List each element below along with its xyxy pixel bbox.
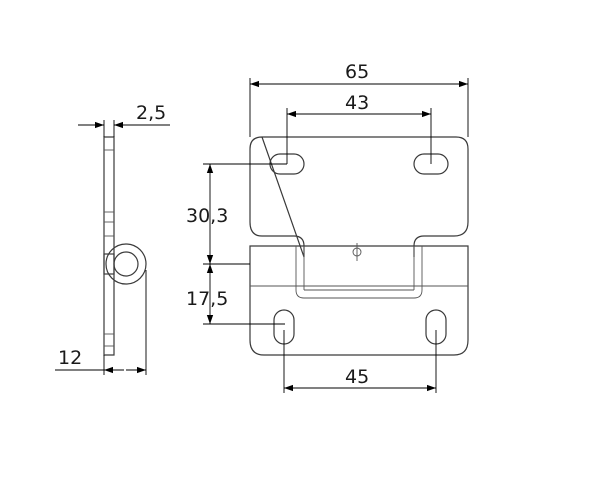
side-view-plate: [103, 136, 115, 356]
pin-hole: [352, 243, 362, 261]
upper-height-dimension: 30,3: [186, 163, 287, 265]
upper-height-label: 30,3: [186, 205, 228, 227]
lower-height-label: 17,5: [186, 288, 228, 310]
upper-leaf-outline: [249, 136, 469, 258]
lower-slot-spacing-label: 45: [345, 366, 369, 388]
side-view-knuckle: [103, 243, 147, 285]
lower-height-dimension: 17,5: [186, 264, 285, 325]
thickness-dimension: 2,5: [78, 102, 170, 137]
upper-slot-spacing-label: 43: [345, 92, 369, 114]
overall-width-dimension: 65: [249, 61, 469, 137]
side-depth-dimension: 12: [55, 270, 147, 375]
overall-width-label: 65: [345, 61, 369, 83]
side-view: [103, 136, 147, 356]
side-depth-label: 12: [58, 347, 82, 369]
lower-leaf-outline: [249, 245, 469, 356]
front-view: [249, 136, 469, 356]
upper-slot-spacing-dimension: 43: [286, 92, 432, 164]
thickness-label: 2,5: [136, 102, 166, 124]
lower-slot-spacing-dimension: 45: [283, 330, 437, 393]
knuckle-channel: [295, 246, 423, 299]
